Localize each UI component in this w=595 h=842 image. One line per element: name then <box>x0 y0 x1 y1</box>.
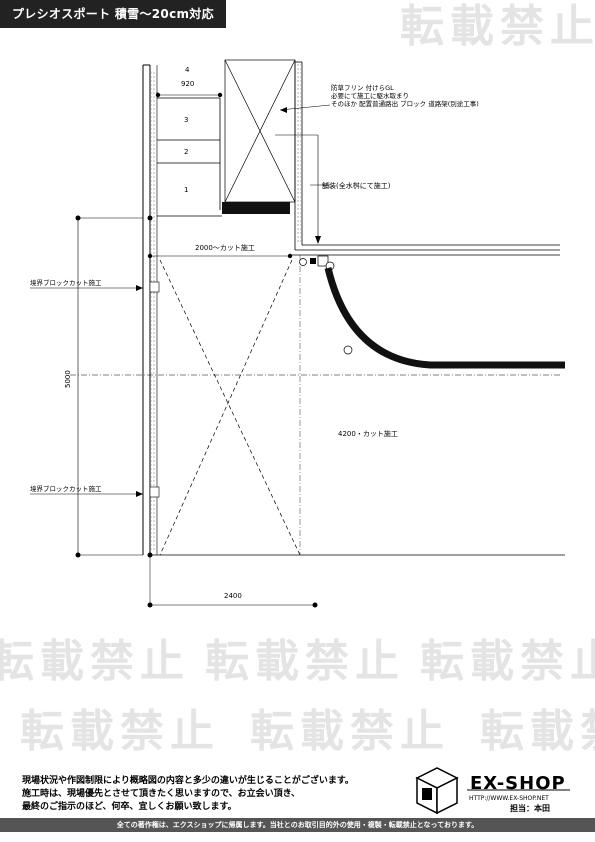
step-3: 3 <box>184 116 188 124</box>
step-1: 1 <box>184 186 188 194</box>
stairs <box>156 92 222 217</box>
step-2: 2 <box>184 148 188 156</box>
box-x <box>224 59 296 203</box>
note-3: そのほか 配置普通路出 ブロック 道路架(別途工事) <box>331 99 479 108</box>
curved-curb <box>324 267 565 369</box>
watermark: 転載禁止 <box>400 1 595 52</box>
watermark: 転載禁止 <box>0 636 190 687</box>
hatched-step <box>222 202 290 214</box>
wall-hatch <box>151 70 156 550</box>
watermark: 転載禁止 <box>20 706 220 757</box>
brand-name: EX-SHOP <box>470 773 566 794</box>
note-line: 現場状況や作図制限により概略図の内容と多少の違いが生じることがございます。 <box>22 776 354 786</box>
watermark: 転載禁止 <box>205 636 405 687</box>
note-2: 必要にて施工に駆水取まり <box>331 91 409 100</box>
brand-url: HTTP://WWW.EX-SHOP.NET <box>469 795 549 802</box>
cut-right-label: 4200・カット施工 <box>338 429 398 438</box>
copyright-footer: 全ての著作権は、エクスショップに帰属します。当社とのお取引目的外の使用・複製・転… <box>0 818 595 832</box>
ex-shop-logo-icon <box>415 767 570 815</box>
left-wall <box>142 64 158 555</box>
dim-left: 5000 <box>64 370 72 388</box>
note-1: 防草フリン 付けらGL <box>331 83 394 92</box>
disclaimer-notes: 現場状況や作図制限により概略図の内容と多少の違いが生じることがございます。 施工… <box>22 775 354 814</box>
watermark: 転載禁止 <box>420 636 595 687</box>
dim-bottom: 2400 <box>224 592 242 600</box>
watermark: 転載禁止 <box>480 706 595 757</box>
cut-top-label: 2000～カット施工 <box>195 243 255 252</box>
note-drain: 舗装(全水桝にて施工) <box>322 181 391 190</box>
block-cut-upper: 境界ブロックカット施工 <box>30 278 102 287</box>
note-line: 最終のご指示のほど、何卒、宜しくお願い致します。 <box>22 802 237 812</box>
page-title: プレシオスポート 積雪～20cm対応 <box>0 0 226 28</box>
dim-top-width: 920 <box>181 80 194 88</box>
dim-top-number: 4 <box>185 66 190 74</box>
block-cut-lower: 境界ブロックカット施工 <box>30 484 102 493</box>
carport-outline <box>159 259 301 556</box>
right-wall <box>290 61 560 256</box>
staff-name: 担当：本田 <box>510 804 550 813</box>
watermark: 転載禁止 <box>250 706 450 757</box>
note-line: 施工時は、現場優先とさせて頂きたく思いますので、お立会い頂き、 <box>22 789 301 799</box>
